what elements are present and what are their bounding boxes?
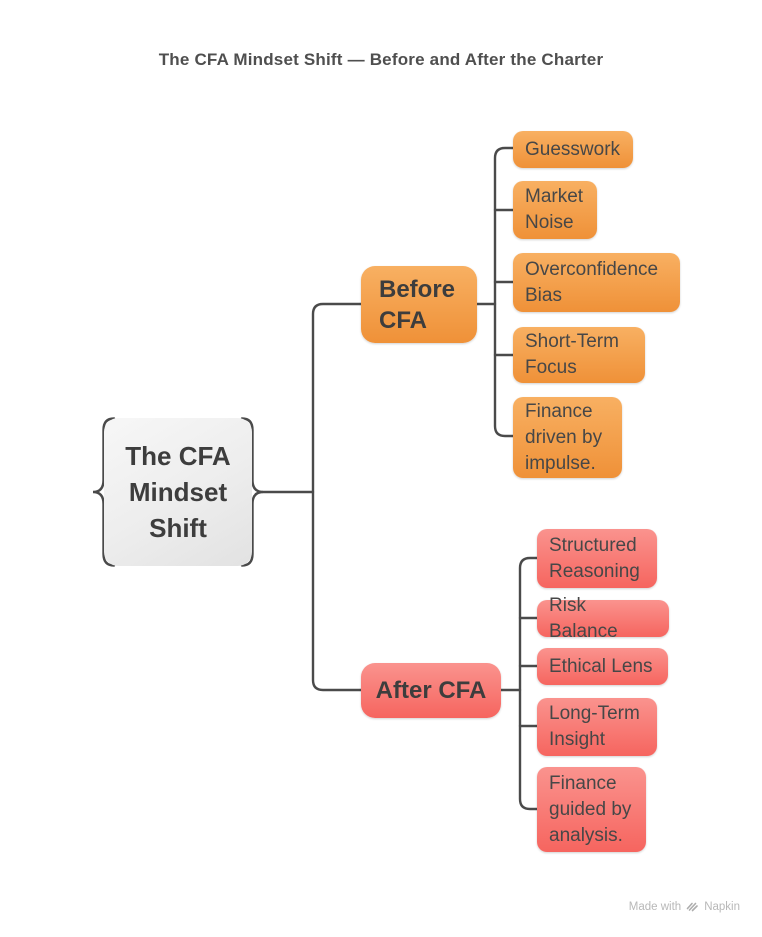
node-after-cfa-label: After CFA [375,677,487,704]
leaf-ethical-lens-label: Ethical Lens [549,655,653,677]
leaf-finance-analysis-label: Finance guided by analysis. [549,772,632,846]
node-after-cfa[interactable]: After CFA [361,663,501,718]
root-left-brace [92,417,116,567]
leaf-short-term-focus[interactable]: Short-Term Focus [513,327,645,383]
leaf-short-term-focus-label: Short-Term Focus [525,331,619,378]
leaf-finance-analysis[interactable]: Finance guided by analysis. [537,767,646,852]
node-before-cfa[interactable]: Before CFA [361,266,477,343]
leaf-finance-impulse-label: Finance driven by impulse. [525,400,603,474]
connector-main-trunk [311,302,363,692]
leaf-market-noise[interactable]: Market Noise [513,181,597,239]
napkin-logo-icon [686,902,698,912]
leaf-guesswork-label: Guesswork [525,138,621,160]
connector-before-trunk [493,146,515,438]
leaf-overconfidence-bias[interactable]: Overconfidence Bias [513,253,680,312]
leaf-overconfidence-bias-label: Overconfidence Bias [525,258,659,306]
leaf-structured-reasoning[interactable]: Structured Reasoning [537,529,657,588]
leaf-long-term-insight-label: Long-Term Insight [549,703,640,750]
watermark[interactable]: Made with Napkin [629,900,740,913]
node-before-cfa-label: Before CFA [379,275,456,334]
node-root[interactable]: The CFA Mindset Shift [104,418,252,566]
leaf-risk-balance-label: Risk Balance [549,594,618,642]
connector-after-trunk [518,556,539,811]
leaf-risk-balance[interactable]: Risk Balance [537,595,669,642]
leaf-market-noise-label: Market Noise [525,186,584,233]
leaf-long-term-insight[interactable]: Long-Term Insight [537,698,657,756]
watermark-made-with: Made with [628,900,682,913]
leaf-ethical-lens[interactable]: Ethical Lens [537,648,668,685]
leaf-structured-reasoning-label: Structured Reasoning [549,534,640,582]
node-root-label: The CFA Mindset Shift [125,441,231,543]
leaf-finance-impulse[interactable]: Finance driven by impulse. [513,397,622,478]
leaf-guesswork[interactable]: Guesswork [513,131,633,168]
watermark-brand: Napkin [704,900,740,913]
diagram-title: The CFA Mindset Shift — Before and After… [158,50,604,69]
